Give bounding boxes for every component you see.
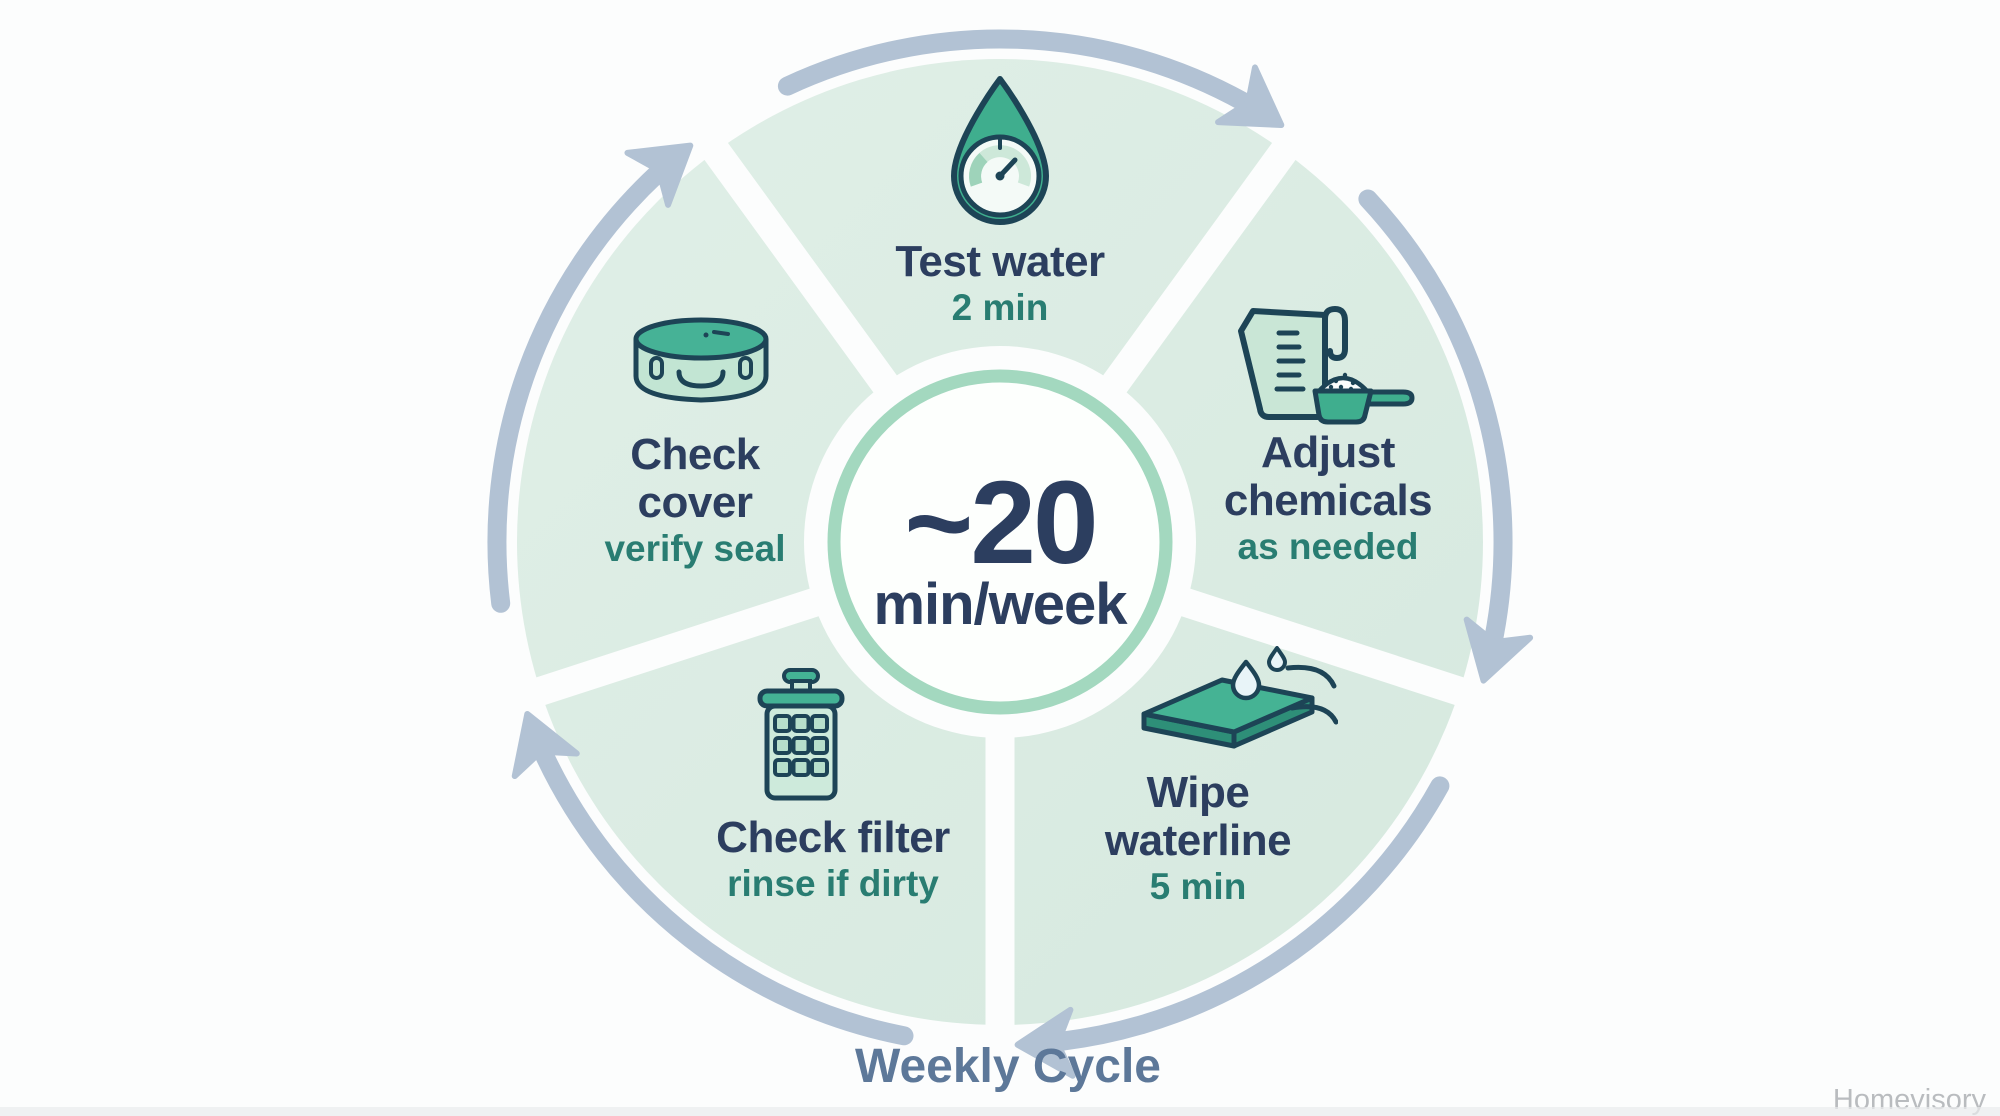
measuring-jug-scoop-icon [1238, 305, 1415, 425]
segment-sublabel: 5 min [1149, 866, 1247, 907]
segment-label: Check cover [630, 430, 760, 527]
segment-sublabel: verify seal [604, 528, 786, 569]
segment-sublabel: 2 min [951, 287, 1049, 328]
segment-label: Wipe waterline [1104, 768, 1292, 865]
cycle-caption: Weekly Cycle [855, 1040, 1161, 1093]
total-time-value: ~20 [904, 457, 1098, 589]
segment-test-water: Test water 2 min [800, 238, 1200, 329]
pool-cover-icon [633, 317, 769, 403]
total-time-unit: min/week [873, 572, 1127, 637]
segment-dividers [517, 129, 1483, 1049]
segment-check-cover: Check cover verify seal [595, 431, 795, 570]
center-ring [827, 369, 1173, 715]
segment-sublabel: rinse if dirty [727, 863, 939, 904]
cycle-arrow-arcs [487, 29, 1513, 1051]
segment-sublabel: as needed [1237, 526, 1419, 567]
bottom-edge-band [0, 1107, 2000, 1116]
segment-wipe-waterline: Wipe waterline 5 min [1068, 769, 1328, 908]
water-test-gauge-drop-icon [951, 76, 1049, 225]
segment-label: Adjust chemicals [1223, 428, 1433, 525]
segment-check-filter: Check filter rinse if dirty [633, 814, 1033, 905]
segment-label: Test water [895, 237, 1105, 286]
segment-label: Check filter [716, 813, 950, 862]
towel-water-drops-icon [1141, 646, 1338, 749]
filter-basket-icon [757, 668, 845, 801]
segment-adjust-chemicals: Adjust chemicals as needed [1178, 429, 1478, 568]
cycle-arrow-heads [511, 64, 1534, 1079]
